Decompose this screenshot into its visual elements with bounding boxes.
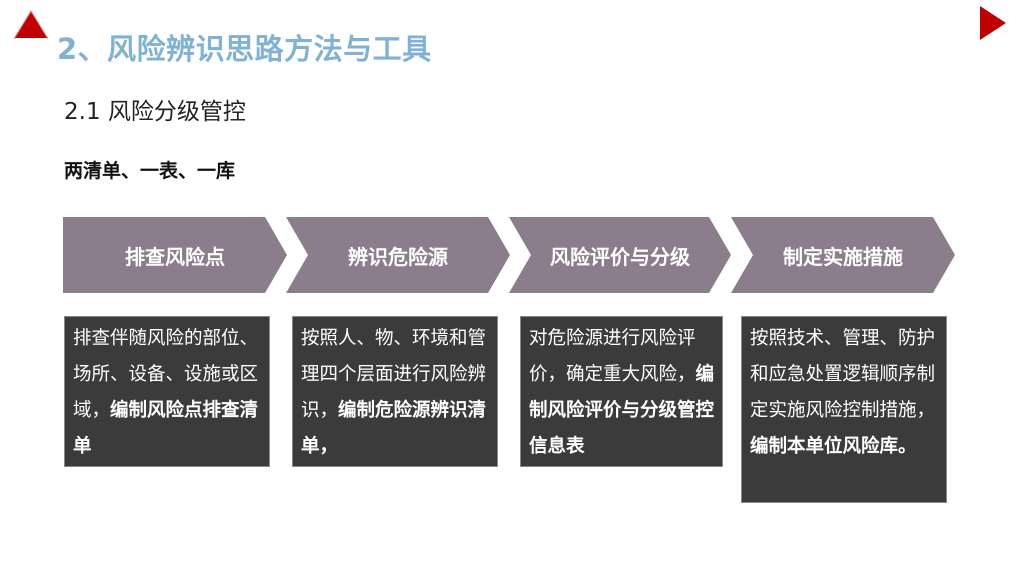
step-description-1: 排查伴随风险的部位、场所、设备、设施或区域，编制风险点排查清单	[64, 316, 270, 467]
step-description-4: 按照技术、管理、防护和应急处置逻辑顺序制定实施风险控制措施， 编制本单位风险库。	[741, 316, 947, 503]
desc-bold-text: 编制风险评价与分级管控信息表	[529, 364, 715, 457]
previous-slide-icon[interactable]	[14, 12, 48, 38]
desc-bold-text: 编制危险源辨识清单，	[301, 400, 487, 457]
desc-text: 按照人、物、环境和管理四个层面进行风险辨识，	[301, 328, 487, 421]
step-chevron-2: 辨识危险源	[286, 217, 510, 293]
step-chevron-1: 排查风险点	[63, 217, 287, 293]
desc-bold-text: 编制风险点排查清单	[73, 400, 259, 457]
triangle-outline-icon	[13, 10, 49, 40]
step-chevron-4: 制定实施措施	[731, 217, 955, 293]
step-description-3: 对危险源进行风险评价，确定重大风险，编制风险评价与分级管控信息表	[520, 316, 723, 467]
desc-text: 对危险源进行风险评价，确定重大风险，	[529, 328, 696, 385]
section-heading: 两清单、一表、一库	[64, 160, 236, 182]
next-slide-icon[interactable]	[980, 6, 1006, 40]
step-description-2: 按照人、物、环境和管理四个层面进行风险辨识，编制危险源辨识清单，	[292, 316, 498, 467]
section-subtitle: 2.1 风险分级管控	[64, 99, 246, 125]
desc-text: 排查伴随风险的部位、场所、设备、设施或区域，	[73, 328, 259, 421]
desc-bold-text: 编制本单位风险库。	[750, 436, 917, 457]
step-chevron-3: 风险评价与分级	[509, 217, 731, 293]
desc-text: 按照技术、管理、防护和应急处置逻辑顺序制定实施风险控制措施，	[750, 328, 936, 421]
slide-title: 2、风险辨识思路方法与工具	[57, 32, 432, 66]
